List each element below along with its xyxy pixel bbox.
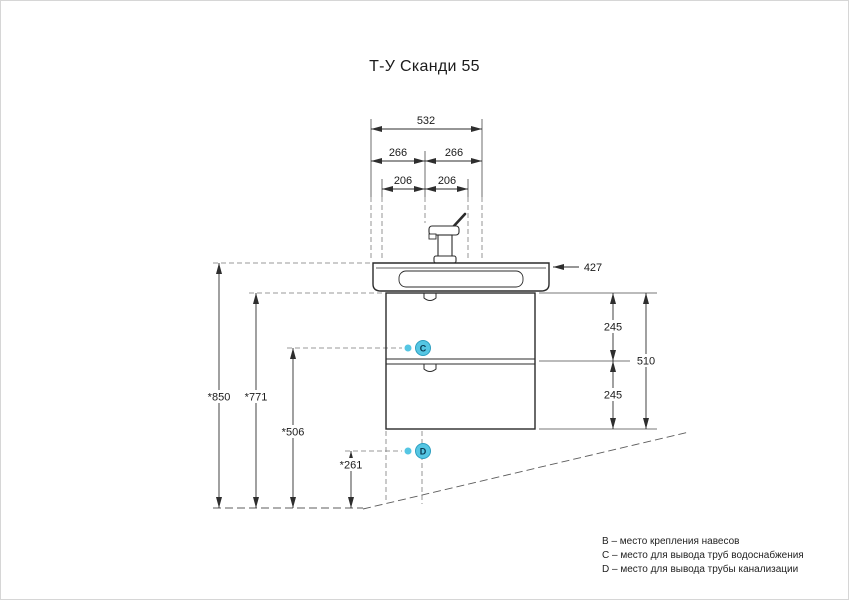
legend-item-water: С – место для вывода труб водоснабжения: [602, 550, 804, 561]
projection-lines: [213, 197, 483, 504]
mount-dot-upper: [404, 344, 412, 352]
legend-item-drain: D – место для вывода трубы канализации: [602, 564, 799, 575]
dim-label-height-total: *850: [208, 392, 231, 404]
dim-height-drain: *261: [332, 451, 370, 508]
dim-label-width-total: 532: [417, 115, 435, 127]
sink-outline: [372, 262, 550, 292]
drain-marker: [415, 443, 431, 459]
dim-label-height-drain: *261: [340, 460, 363, 472]
sink-basin: [398, 270, 524, 288]
faucet-body: [437, 234, 453, 258]
dim-label-half-right: 266: [445, 147, 463, 159]
dim-side-upper: 245: [597, 293, 629, 361]
dim-width-halves: 266 266: [371, 147, 482, 164]
dim-label-side-upper: 245: [604, 322, 622, 334]
dim-label-height-cabinet-top: *771: [245, 392, 268, 404]
dim-label-inner-right: 206: [438, 175, 456, 187]
dim-height-total: *850: [200, 263, 238, 508]
cabinet-body: [385, 292, 536, 430]
dim-side-total: 510: [630, 293, 662, 429]
drawer-handle-lower: [423, 364, 437, 372]
water-supply-marker-label: С: [420, 344, 427, 354]
dim-height-water: *506: [274, 348, 312, 508]
page-title: Т-У Сканди 55: [369, 58, 480, 75]
faucet-spout: [428, 233, 437, 240]
mount-dot-lower: [404, 447, 412, 455]
dim-label-depth: 427: [584, 262, 602, 274]
floor-line: [213, 431, 690, 510]
dim-label-side-total: 510: [637, 356, 655, 368]
dim-side-lower: 245: [597, 361, 629, 429]
wall-markers: С D: [404, 340, 431, 459]
cabinet: [385, 292, 536, 430]
dim-width-inner: 206 206: [382, 175, 468, 192]
dim-label-height-water: *506: [282, 427, 305, 439]
drawer-handle-upper: [423, 293, 437, 301]
faucet: [428, 212, 467, 264]
dim-label-inner-left: 206: [394, 175, 412, 187]
legend: В – место крепления навесов С – место дл…: [602, 535, 838, 577]
dim-width-total: 532: [371, 115, 482, 132]
drain-marker-label: D: [420, 447, 427, 457]
dim-depth: 427: [553, 262, 602, 274]
water-supply-marker: [415, 340, 431, 356]
dim-height-cabinet-top: *771: [237, 293, 275, 508]
dim-label-side-lower: 245: [604, 390, 622, 402]
extension-lines: [370, 119, 657, 430]
faucet-lever: [451, 212, 467, 229]
dim-label-half-left: 266: [389, 147, 407, 159]
legend-item-mounts: В – место крепления навесов: [602, 536, 740, 547]
sink: [372, 262, 550, 292]
faucet-base: [433, 255, 457, 264]
